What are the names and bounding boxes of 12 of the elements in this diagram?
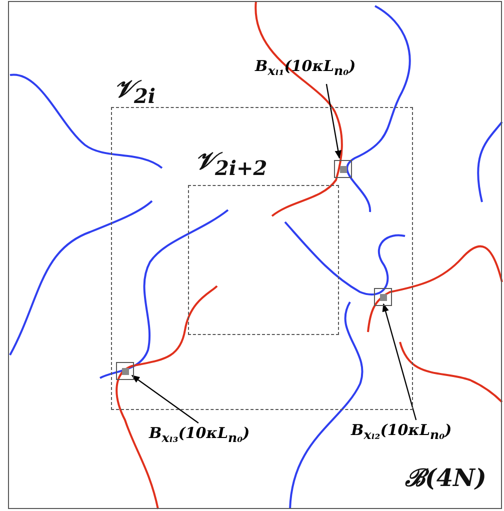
marker-square [116,362,134,380]
math-label: B$_{xₗ₁}$(10κL$_{n₀}$) [255,57,395,85]
arrow [326,84,342,159]
arrow [131,374,199,424]
region-label: ℬ(4N) [405,462,486,493]
marker-square [334,160,352,178]
region-label: 𝒱$_{2i+2}$ [195,146,268,180]
math-label: B$_{xₗ₃}$(10κL$_{n₀}$) [149,424,289,452]
arrow [382,303,417,420]
region-label: 𝒱$_{2i}$ [114,74,156,108]
math-label: B$_{xₗ₂}$(10κL$_{n₀}$) [351,421,491,449]
marker-square [374,288,392,306]
